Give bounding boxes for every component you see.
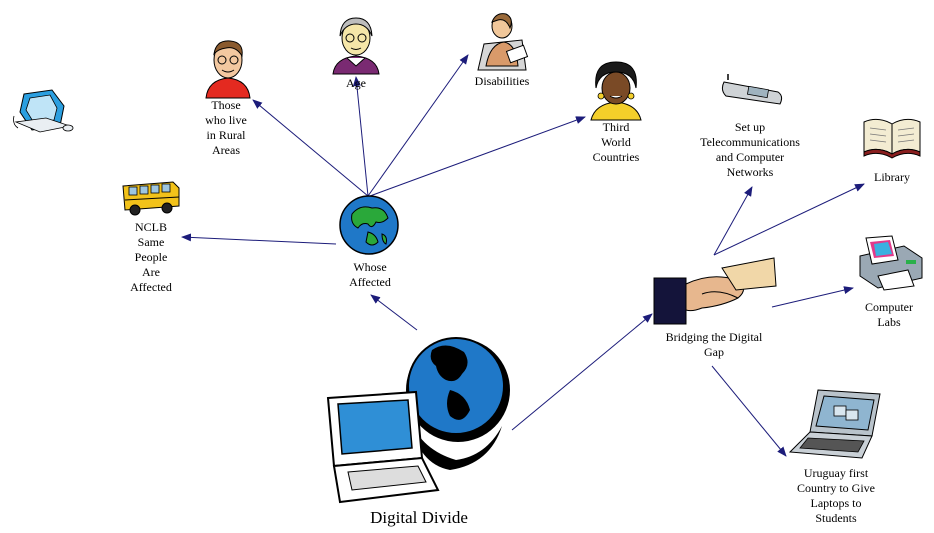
computer-labs-node: Computer Labs	[848, 235, 930, 332]
printer-icon	[859, 235, 923, 291]
telecom-node: Set up Telecommunications and Computer N…	[686, 74, 814, 184]
uruguay-label: Uruguay first Country to Give Laptops to…	[797, 466, 875, 525]
telecom-label: Set up Telecommunications and Computer N…	[700, 120, 800, 179]
bridging-node: Bridging the Digital Gap	[652, 254, 777, 366]
arrow-divide-to-bridging	[511, 313, 653, 431]
elderly-woman-icon	[332, 17, 380, 75]
arrow-affected-to-thirdworld	[369, 116, 586, 197]
arrow-bridging-to-labs	[771, 286, 854, 308]
age-node: Age	[326, 14, 386, 94]
arrow-bridging-to-library	[713, 183, 865, 256]
digital-divide-label: Digital Divide	[370, 508, 468, 527]
bridging-label: Bridging the Digital Gap	[665, 330, 763, 359]
imac-computer-icon	[13, 89, 74, 133]
arrow-divide-to-affected	[370, 294, 418, 331]
woman-icon	[590, 61, 642, 121]
arrow-bridging-to-telecom	[713, 186, 753, 256]
library-label: Library	[874, 170, 910, 184]
third-world-label: Third World Countries	[592, 120, 640, 164]
arrow-affected-to-rural	[252, 99, 369, 197]
library-node: Library	[856, 108, 928, 188]
digital-divide-node: Digital Divide	[326, 330, 512, 530]
disabilities-node: Disabilities	[464, 10, 540, 90]
laptop-globe-icon	[326, 337, 510, 504]
rural-node: Those who live in Rural Areas	[196, 36, 260, 166]
age-label: Age	[346, 76, 366, 90]
man-icon	[205, 40, 251, 99]
third-world-node: Third World Countries	[584, 58, 648, 170]
disabilities-label: Disabilities	[474, 74, 530, 88]
globe-icon	[339, 195, 399, 255]
whose-affected-label: Whose Affected	[349, 260, 391, 289]
arrow-affected-to-disabilities	[367, 54, 469, 197]
arrow-affected-to-age	[352, 76, 369, 197]
person-writing-icon	[477, 13, 529, 71]
handshake-icon	[653, 257, 777, 325]
uruguay-node: Uruguay first Country to Give Laptops to…	[778, 386, 894, 528]
imac-node	[10, 86, 76, 138]
computer-labs-label: Computer Labs	[865, 300, 913, 329]
whose-affected-node: Whose Affected	[332, 194, 408, 294]
school-bus-icon	[122, 181, 180, 216]
arrow-bridging-to-uruguay	[711, 365, 787, 457]
laptop-icon	[788, 389, 881, 459]
arrow-affected-to-nclb	[181, 233, 337, 245]
rural-label: Those who live in Rural Areas	[205, 98, 247, 157]
nclb-node: NCLB Same People Are Affected	[114, 178, 188, 302]
nclb-label: NCLB Same People Are Affected	[130, 220, 172, 294]
cell-phone-icon	[721, 74, 783, 105]
open-book-icon	[863, 118, 921, 159]
